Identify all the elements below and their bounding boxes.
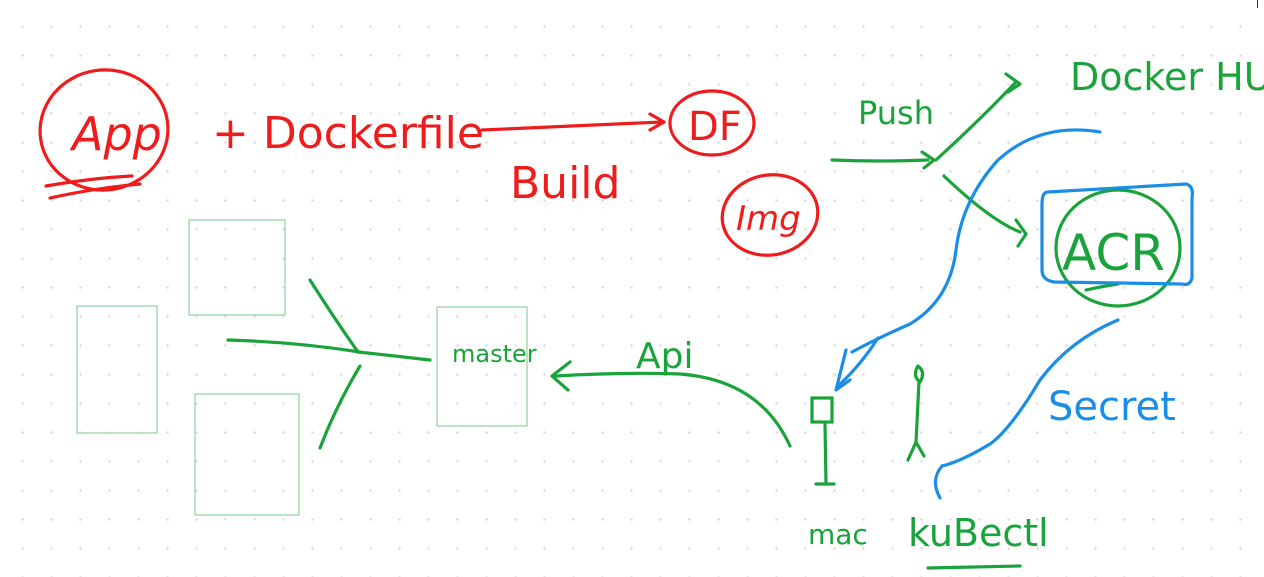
connector-top: [308, 278, 360, 354]
mac-device-box: [810, 396, 834, 424]
api-arrowhead: [550, 360, 572, 392]
kubectl-pin-head: [913, 364, 925, 384]
build-arrow: [480, 120, 664, 132]
secret-curve: [940, 318, 1120, 468]
node-box-left: [76, 305, 158, 434]
api-label: Api: [636, 336, 693, 377]
connector-to-master: [356, 350, 432, 362]
to-dockerhub-line: [934, 80, 1018, 162]
kubectl-label: kuBectl: [908, 511, 1049, 555]
to-acr-line: [942, 174, 1022, 234]
push-arrowhead: [920, 150, 936, 170]
img-label: Img: [736, 199, 801, 239]
kubectl-pin-stem: [914, 380, 921, 444]
push-label: Push: [858, 94, 934, 132]
green-push-group: [226, 72, 1182, 570]
dockerfile-label: + Dockerfile: [212, 108, 484, 159]
build-arrowhead: [648, 112, 666, 132]
mac-stem: [823, 422, 828, 486]
app-underline-1: [44, 174, 134, 188]
connector-mid: [226, 338, 362, 354]
img-circle: [720, 173, 820, 257]
push-line: [830, 158, 930, 163]
acr-to-mac-tail: [836, 336, 880, 388]
kubectl-pin-foot: [906, 440, 926, 462]
acr-circle: [1054, 188, 1182, 308]
app-circle: [38, 68, 170, 192]
connector-bottom: [318, 364, 362, 450]
acr-label: ACR: [1062, 224, 1165, 282]
acr-to-mac-arrowhead: [834, 348, 852, 392]
api-arrow: [554, 371, 792, 448]
secret-curve-hook: [933, 464, 944, 500]
df-circle: [668, 89, 756, 157]
node-box-bottom: [194, 393, 300, 516]
app-label: App: [69, 107, 162, 161]
kubectl-underline: [926, 564, 1022, 570]
window-edge-mark: [1257, 0, 1264, 8]
red-build-group: [38, 68, 820, 257]
df-label: DF: [688, 104, 742, 150]
master-label: master: [452, 340, 537, 368]
mac-label: mac: [808, 518, 868, 551]
acr-to-mac-curve: [850, 128, 1102, 354]
to-dockerhub-arrowhead: [1004, 72, 1022, 94]
master-node-box: [436, 306, 528, 427]
blue-secret-group: [834, 128, 1194, 500]
build-label: Build: [510, 158, 620, 209]
to-acr-arrowhead: [1014, 218, 1028, 248]
node-box-top: [188, 219, 286, 316]
app-underline-2: [48, 182, 142, 200]
acr-highlight-box: [1040, 182, 1194, 286]
acr-underline: [1084, 282, 1120, 292]
docker-hub-label: Docker HUB: [1070, 55, 1264, 99]
secret-label: Secret: [1048, 384, 1176, 430]
